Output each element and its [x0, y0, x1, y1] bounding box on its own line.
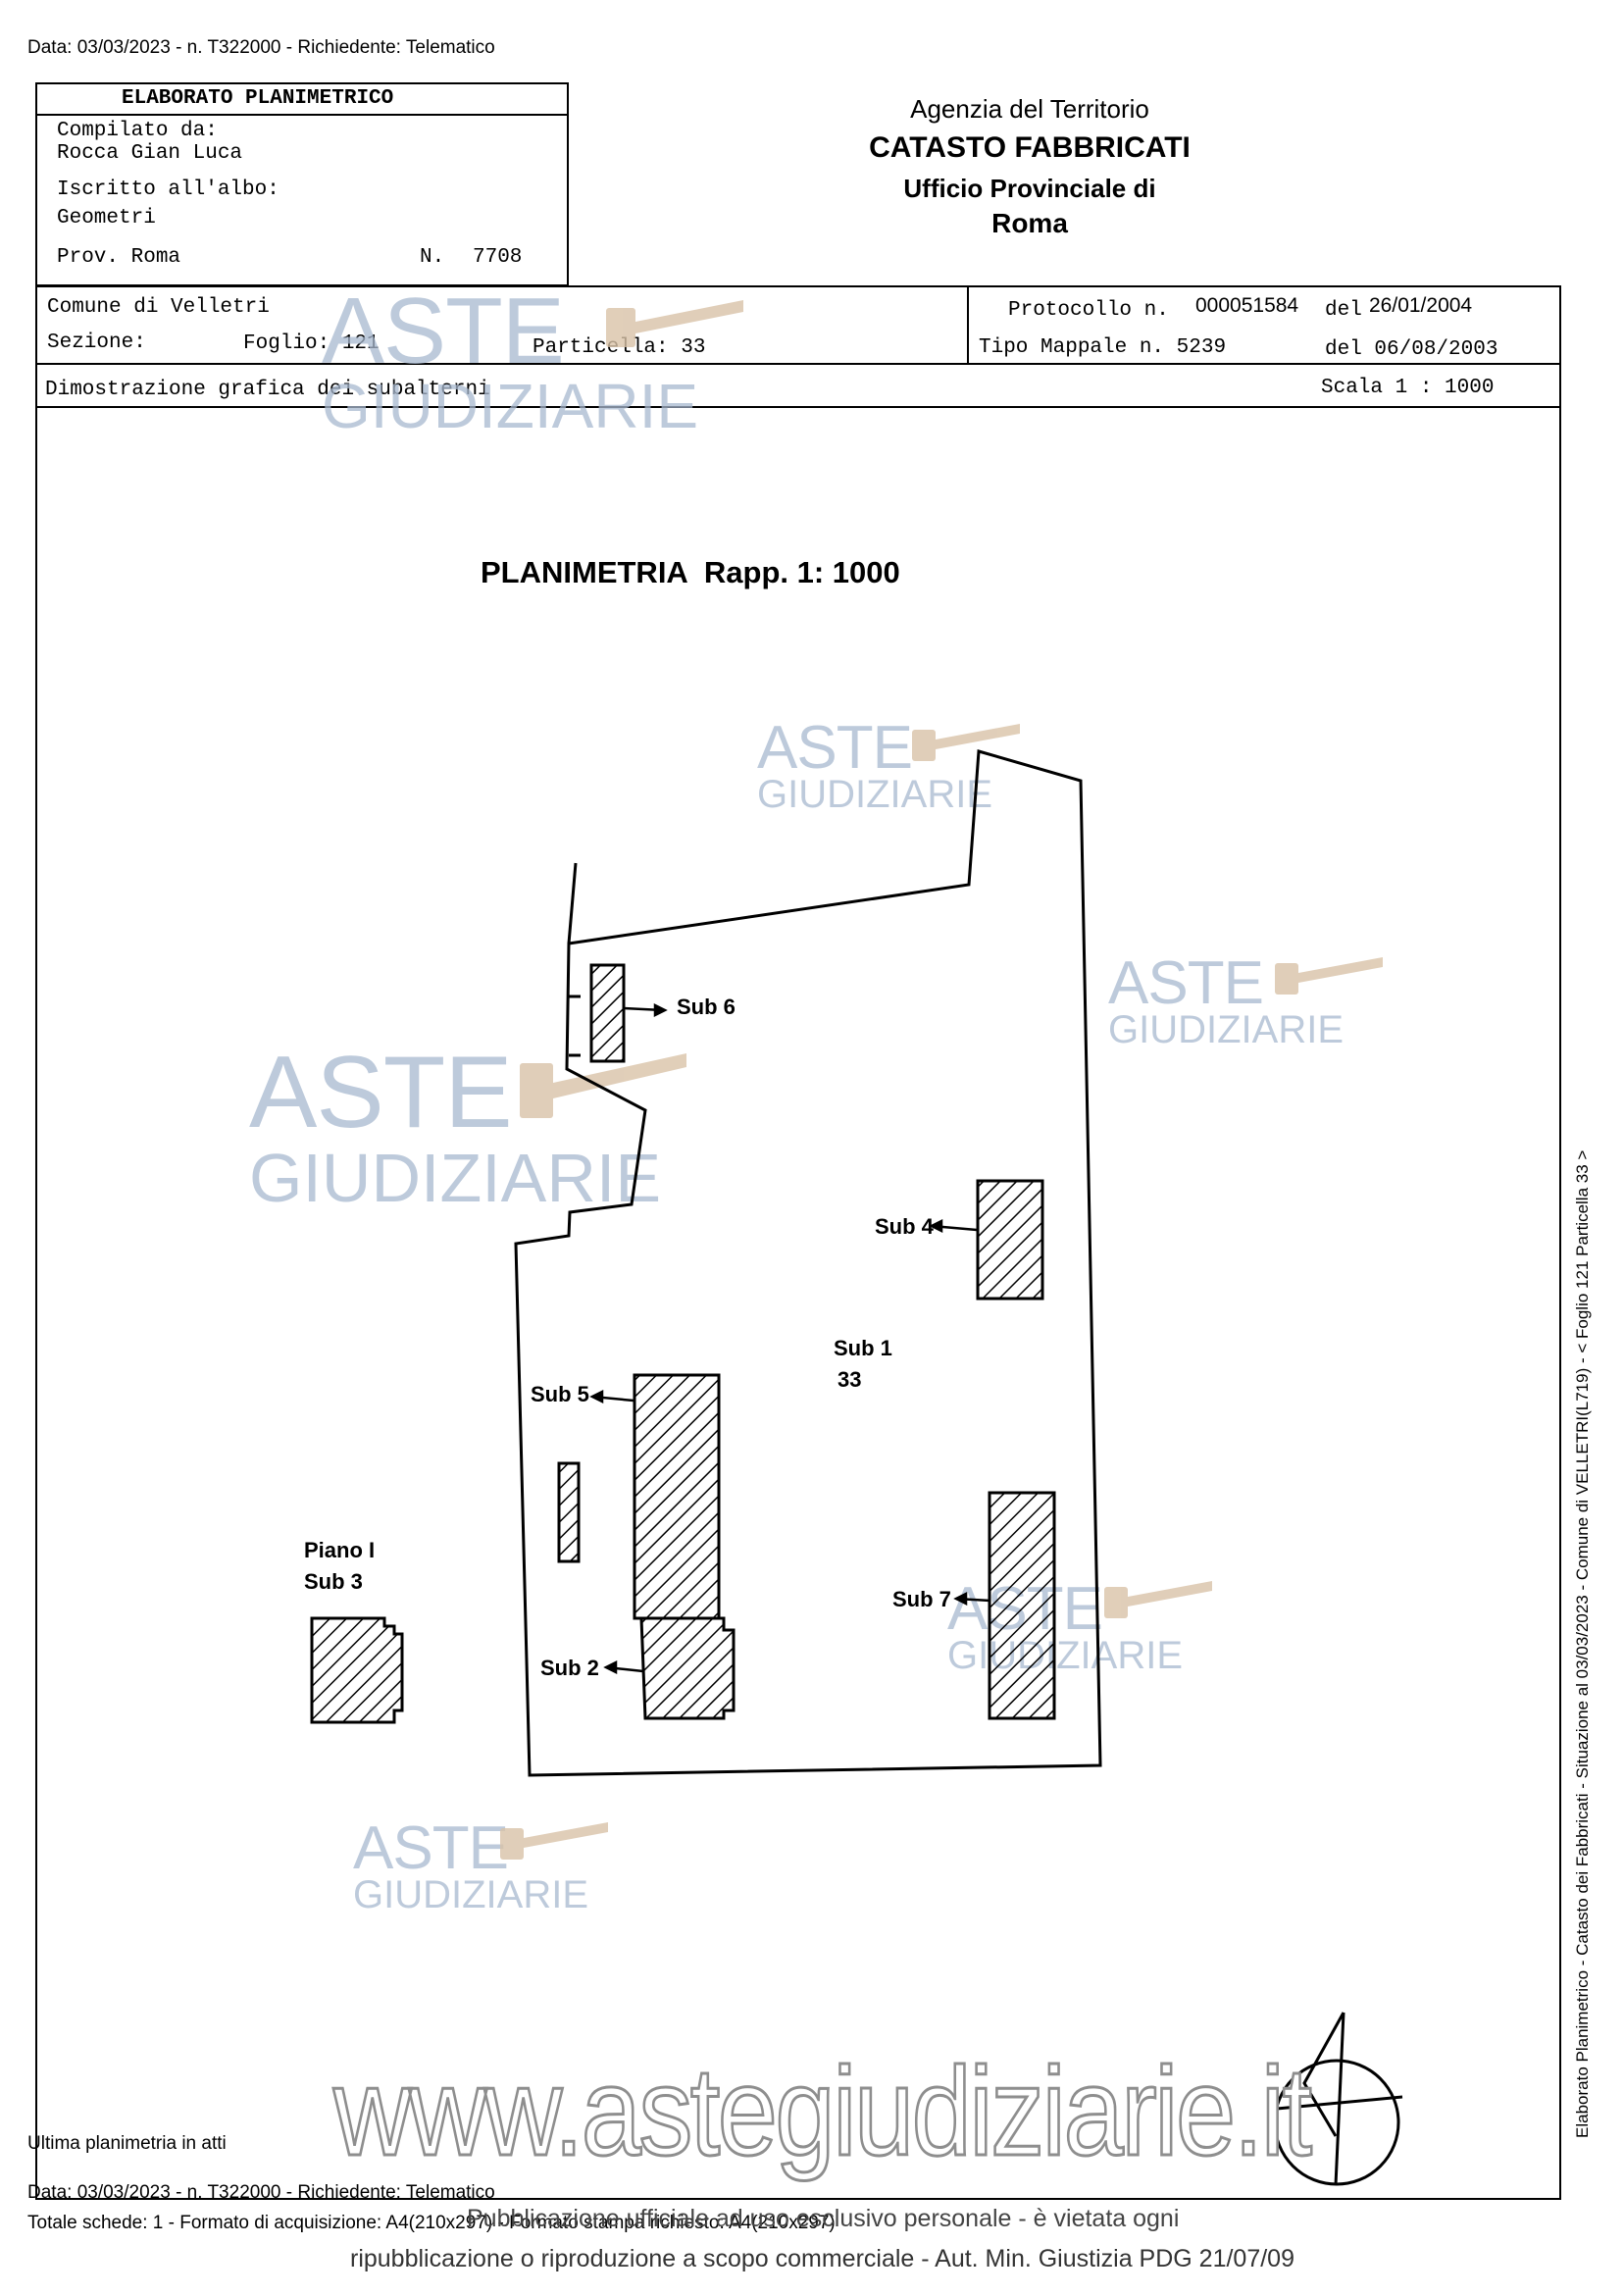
aste-watermark-4: ASTE GIUDIZIARIE: [249, 1042, 720, 1228]
sub5-block: [633, 1373, 721, 1620]
panel-divider: [35, 114, 569, 116]
dimostrazione: Dimostrazione grafica dei subalterni: [45, 379, 490, 401]
gavel-icon: [500, 1822, 608, 1860]
giudiziarie-text: GIUDIZIARIE: [947, 1634, 1184, 1677]
prov-label: Prov. Roma: [57, 246, 181, 269]
gavel-icon: [912, 724, 1020, 761]
particella: Particella: 33: [533, 336, 706, 359]
aste-watermark-3: ASTE GIUDIZIARIE: [1108, 953, 1422, 1061]
foglio: Foglio: 121: [243, 332, 380, 355]
giudiziarie-text: GIUDIZIARIE: [353, 1873, 589, 1916]
agency-line3: Ufficio Provinciale di: [903, 174, 1156, 203]
sub7-block: [988, 1491, 1056, 1720]
sub4-block: [976, 1179, 1044, 1301]
label-sub6: Sub 6: [677, 995, 736, 1019]
aste-text: ASTE: [353, 1814, 509, 1882]
website-watermark: www.astegiudiziarie.it: [332, 2041, 1314, 2184]
planimetria-title: PLANIMETRIA Rapp. 1: 1000: [481, 555, 900, 589]
label-sub1-number: 33: [837, 1367, 862, 1392]
agency-line4: Roma: [991, 208, 1068, 238]
compilato-name: Rocca Gian Luca: [57, 142, 243, 165]
protocollo-value: 000051584: [1195, 294, 1299, 317]
arrowhead: [929, 1218, 943, 1234]
header-request-line: Data: 03/03/2023 - n. T322000 - Richiede…: [27, 37, 495, 58]
protocollo-date: 26/01/2004: [1369, 294, 1473, 317]
sub6-block: [589, 963, 626, 1063]
aste-text: ASTE: [249, 1036, 513, 1149]
info-vertical-divider: [967, 285, 969, 364]
compilato-label: Compilato da:: [57, 120, 218, 142]
agency-line2: CATASTO FABBRICATI: [869, 131, 1191, 164]
arrowhead: [953, 1591, 968, 1607]
sub2-block: [639, 1616, 736, 1720]
n-label: N.: [420, 246, 445, 269]
n-value: 7708: [473, 246, 523, 269]
parcel-extension-line: [567, 862, 578, 944]
info-divider-2: [35, 406, 1561, 408]
arrowhead: [589, 1389, 604, 1404]
protocollo-del: del: [1325, 299, 1362, 322]
iscritto-value: Geometri: [57, 207, 156, 230]
side-note: Elaborato Planimetrico - Catasto dei Fab…: [1573, 1149, 1592, 2138]
aste-text: ASTE: [322, 279, 565, 383]
label-piano: Piano I: [304, 1538, 376, 1562]
agency-line1: Agenzia del Territorio: [910, 94, 1149, 124]
footer-data-line: Data: 03/03/2023 - n. T322000 - Richiede…: [27, 2182, 495, 2203]
comune: Comune di Velletri: [47, 296, 270, 319]
gavel-icon: [606, 300, 743, 347]
label-sub1: Sub 1: [834, 1336, 892, 1360]
aste-watermark-6: ASTE GIUDIZIARIE: [353, 1818, 647, 1926]
protocollo-label: Protocollo n.: [1008, 299, 1169, 322]
sub3-block: [310, 1616, 404, 1724]
arrowhead: [603, 1659, 618, 1675]
scala: Scala 1 : 1000: [1321, 377, 1495, 399]
iscritto-label: Iscritto all'albo:: [57, 179, 279, 201]
label-sub4: Sub 4: [875, 1214, 934, 1239]
arrowhead: [653, 1002, 668, 1018]
label-sub2: Sub 2: [540, 1656, 599, 1680]
aste-text: ASTE: [1108, 949, 1264, 1017]
parcel-outline: [514, 749, 1102, 1777]
giudiziarie-text: GIUDIZIARIE: [1108, 1008, 1345, 1051]
aste-watermark-1: ASTE GIUDIZIARIE: [322, 279, 743, 461]
ultima-planimetria: Ultima planimetria in atti: [27, 2133, 227, 2154]
giudiziarie-text: GIUDIZIARIE: [757, 773, 993, 816]
info-divider-1: [35, 363, 1561, 365]
label-sub7: Sub 7: [892, 1587, 951, 1611]
giudiziarie-text: GIUDIZIARIE: [249, 1140, 662, 1216]
label-sub3: Sub 3: [304, 1569, 363, 1594]
giudiziarie-text: GIUDIZIARIE: [322, 371, 699, 441]
footer-overlay-line1: Pubblicazione ufficiale ad uso esclusivo…: [467, 2205, 1180, 2232]
aste-watermark-2: ASTE GIUDIZIARIE: [757, 718, 1051, 826]
north-arrow-icon: [1273, 2012, 1403, 2186]
gavel-icon: [520, 1053, 686, 1118]
footer-totale-line: Totale schede: 1 - Formato di acquisizio…: [27, 2213, 836, 2233]
tipo-del: del 06/08/2003: [1325, 338, 1498, 361]
aste-text: ASTE: [757, 714, 913, 782]
gavel-icon: [1104, 1581, 1212, 1618]
footer-overlay-line2: ripubblicazione o riproduzione a scopo c…: [350, 2245, 1294, 2272]
tipo-mappale: Tipo Mappale n. 5239: [979, 336, 1227, 359]
panel-title: ELABORATO PLANIMETRICO: [122, 87, 394, 110]
sezione-label: Sezione:: [47, 332, 146, 354]
main-frame: [35, 285, 1561, 2200]
label-sub5: Sub 5: [531, 1382, 589, 1406]
gavel-icon: [1275, 957, 1383, 995]
small-block: [557, 1461, 581, 1563]
